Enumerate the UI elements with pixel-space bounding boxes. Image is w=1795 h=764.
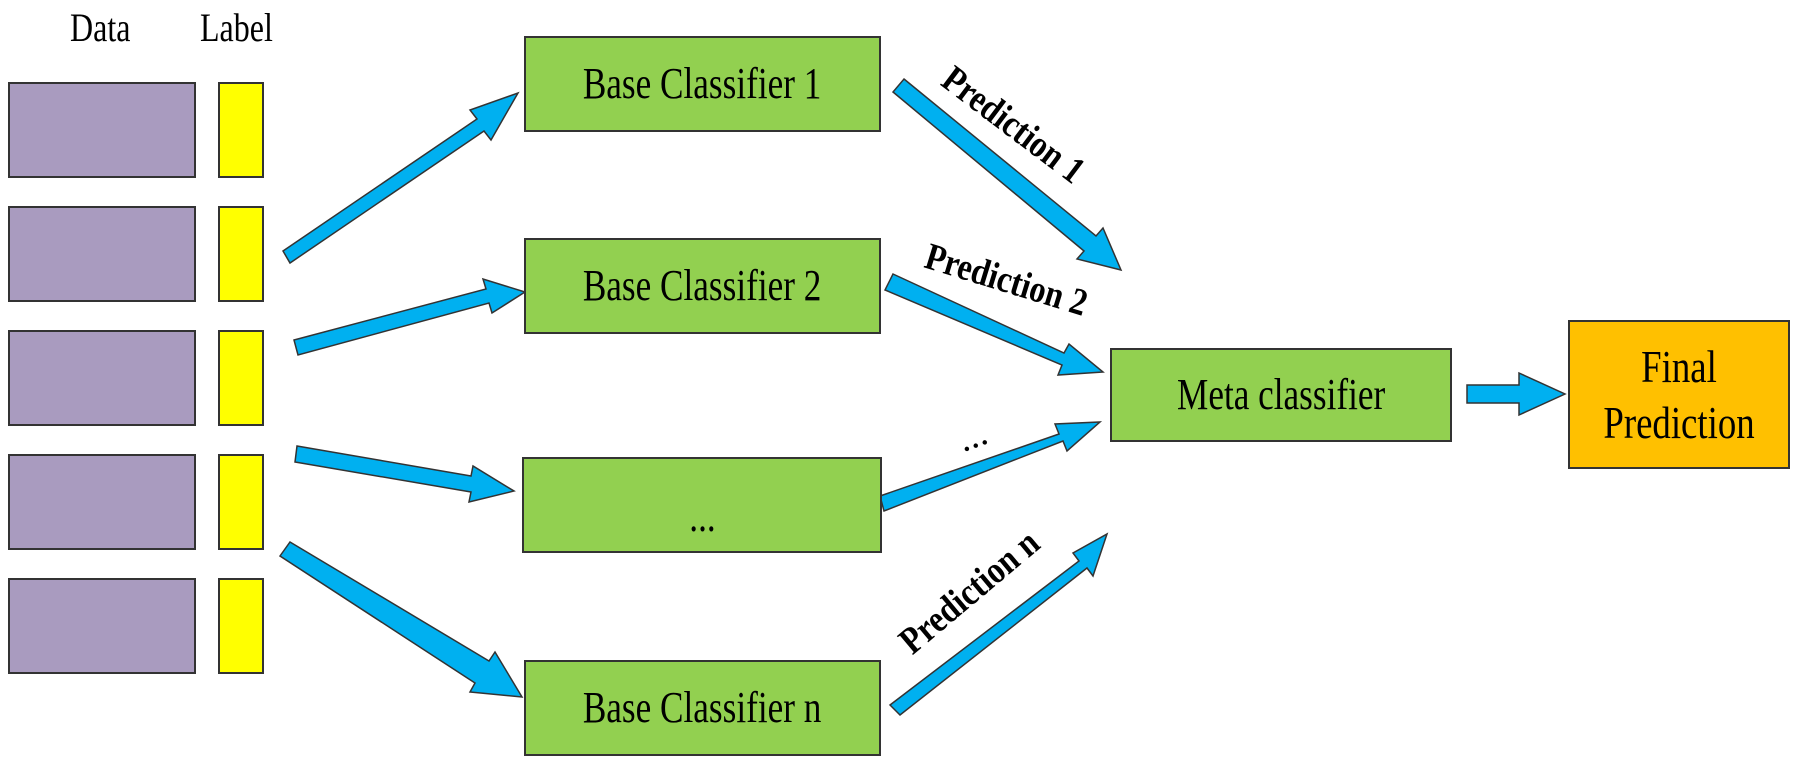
label-row: [218, 330, 264, 426]
final-prediction-label: Final Prediction: [1603, 341, 1755, 448]
data-row: [8, 206, 196, 302]
arrow-prediction-2: [883, 273, 1105, 376]
base-classifier-n: Base Classifier n: [524, 660, 881, 756]
arrow-to-classifier-3: [294, 445, 516, 504]
data-column-header: Data: [70, 5, 131, 50]
meta-classifier: Meta classifier: [1110, 348, 1452, 442]
label-row: [218, 82, 264, 178]
meta-classifier-label: Meta classifier: [1176, 369, 1386, 419]
label-row: [218, 454, 264, 550]
base-classifier-1-label: Base Classifier 1: [583, 58, 822, 108]
arrow-to-classifier-2: [293, 277, 527, 356]
base-classifier-ellipsis: ...: [522, 457, 882, 553]
arrow-to-final: [1466, 371, 1567, 417]
data-row: [8, 82, 196, 178]
label-column-header: Label: [200, 5, 273, 50]
label-row: [218, 578, 264, 674]
final-prediction: Final Prediction: [1568, 320, 1790, 469]
arrow-prediction-1: [891, 77, 1123, 272]
data-row: [8, 330, 196, 426]
base-classifier-2-label: Base Classifier 2: [583, 260, 822, 310]
arrow-to-classifier-n: [278, 541, 524, 698]
arrow-prediction-n: [888, 532, 1109, 717]
base-classifier-1: Base Classifier 1: [524, 36, 881, 132]
base-classifier-n-label: Base Classifier n: [583, 682, 822, 732]
data-row: [8, 454, 196, 550]
base-classifier-2: Base Classifier 2: [524, 238, 881, 334]
arrow-prediction-3: [879, 421, 1103, 513]
label-row: [218, 206, 264, 302]
data-row: [8, 578, 196, 674]
base-classifier-ellipsis-label: ...: [688, 491, 716, 541]
arrow-to-classifier-1: [281, 91, 520, 265]
